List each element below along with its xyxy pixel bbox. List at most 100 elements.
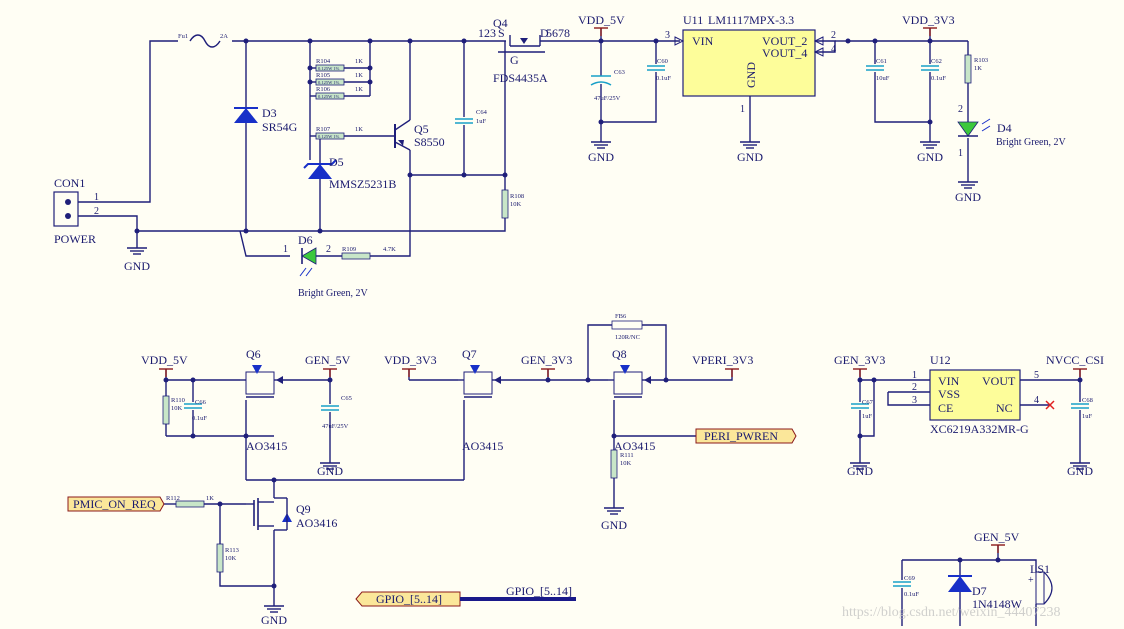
- d7-ref: D7: [972, 584, 987, 598]
- u12-vout: VOUT: [982, 374, 1016, 388]
- u12-p1: 1: [912, 370, 917, 381]
- net-gen3v3-b: GEN_3V3: [521, 353, 572, 378]
- vdd5v-b-label: VDD_5V: [141, 353, 188, 367]
- q4-pins-s: 123: [478, 26, 496, 40]
- q8-ref: Q8: [612, 347, 627, 361]
- c61-value: 10uF: [876, 75, 890, 82]
- q4-part: FDS4435A: [493, 71, 548, 85]
- c68-value: 1uF: [1082, 413, 1093, 420]
- c63-ref: C63: [614, 69, 625, 76]
- d4-pin2: 2: [958, 104, 963, 115]
- gnd-c67-label: GND: [847, 464, 873, 478]
- d4-pin1: 1: [958, 148, 963, 159]
- resistor-r113: R113 10K GND: [216, 543, 287, 627]
- gnd-r111-label: GND: [601, 518, 627, 532]
- c67-ref: C67: [862, 399, 874, 406]
- gen3v3-r-label: GEN_3V3: [834, 353, 885, 367]
- r111-ref: R111: [620, 452, 634, 459]
- r106-value: 1K: [355, 86, 363, 93]
- led-d4: D4 Bright Green, 2V 2 1 GND: [955, 104, 1066, 204]
- net-vdd3v3-top: VDD_3V3: [902, 13, 955, 37]
- capacitor-c65: C65 47uF/25V GND: [317, 395, 352, 478]
- c62-ref: C62: [931, 58, 942, 65]
- u12-nc: NC: [996, 401, 1013, 415]
- q7-ref: Q7: [462, 347, 477, 361]
- vdd3v3-b-label: VDD_3V3: [384, 353, 437, 367]
- q4-pins-d: 5678: [546, 26, 570, 40]
- con1-ref: CON1: [54, 176, 85, 190]
- r105-body: 0.125W 1%: [318, 80, 340, 85]
- r112-ref: R112: [166, 495, 180, 502]
- r104-ref: R104: [316, 58, 331, 65]
- r110-value: 10K: [171, 405, 183, 412]
- d4-part: Bright Green, 2V: [996, 137, 1066, 148]
- junctions-buzzer: [957, 557, 1001, 563]
- resistor-r108: R108 10K: [501, 189, 524, 219]
- r108-value: 10K: [510, 201, 522, 208]
- port-pmic-on-req: PMIC_ON_REQ: [67, 496, 165, 512]
- gen3v3-b-label: GEN_3V3: [521, 353, 572, 367]
- r108-ref: R108: [510, 193, 524, 200]
- d5-part: MMSZ5231B: [329, 177, 396, 191]
- d6-pin1: 1: [283, 244, 288, 255]
- r107-body: 0.125W 1%: [318, 134, 340, 139]
- q9-ref: Q9: [296, 502, 311, 516]
- r105-value: 1K: [355, 72, 363, 79]
- c67-value: 1uF: [862, 413, 873, 420]
- resistor-network: R104 R105 R106 R107 1K 1K 1K 1K 0.125W 1…: [315, 58, 363, 140]
- u11-p1: 1: [740, 104, 745, 115]
- d6-ref: D6: [298, 233, 313, 247]
- net-nvcc-csi: NVCC_CSI: [1046, 353, 1104, 378]
- ic-u12: U12 VIN VSS CE VOUT NC XC6219A332MR-G 1 …: [912, 353, 1055, 436]
- resistor-r111: R111 10K GND: [601, 449, 634, 532]
- r112-value: 1K: [206, 495, 214, 502]
- transistor-q5: Q5 S8550: [394, 119, 445, 151]
- gnd-u11-label: GND: [737, 150, 763, 164]
- nvcc-csi-label: NVCC_CSI: [1046, 353, 1104, 367]
- ic-u11: U11 LM1117MPX-3.3 VIN VOUT_2 VOUT_4 GND …: [665, 13, 836, 164]
- net-vdd3v3-b: VDD_3V3: [384, 353, 437, 378]
- q6-part: AO3415: [246, 439, 287, 453]
- fuse-fu1: Fu1 2A: [178, 33, 228, 48]
- capacitor-c61: C61 10uF: [865, 58, 890, 82]
- capacitor-c66: C66 0.1uF: [183, 399, 207, 422]
- junctions-u12: [857, 377, 1083, 439]
- c60-value: 0.1uF: [656, 75, 671, 82]
- c64-value: 1uF: [476, 118, 487, 125]
- ls1-plus: +: [1028, 575, 1034, 586]
- mosfet-q8: Q8 AO3415: [608, 347, 655, 453]
- capacitor-c63: C63 47uF/25V GND: [588, 69, 625, 164]
- u11-part: LM1117MPX-3.3: [708, 13, 794, 27]
- d3-ref: D3: [262, 106, 277, 120]
- d6-pin2: 2: [326, 244, 331, 255]
- led-d6: D6 1 2 Bright Green, 2V: [283, 233, 368, 299]
- q5-part: S8550: [414, 135, 445, 149]
- net-gen5v-b: GEN_5V: [305, 353, 351, 378]
- gen5v-b-label: GEN_5V: [305, 353, 351, 367]
- gpio-port-label: GPIO_[5..14]: [376, 592, 442, 606]
- net-gen3v3-r: GEN_3V3: [834, 353, 885, 378]
- fb6-ref: FB6: [615, 313, 627, 320]
- gnd-q9-label: GND: [261, 613, 287, 627]
- u11-vout4: VOUT_4: [762, 46, 807, 60]
- fuse-value: 2A: [220, 33, 228, 40]
- capacitor-c62: C62 0.1uF GND: [917, 58, 946, 164]
- u12-p2: 2: [912, 382, 917, 393]
- u12-p4: 4: [1034, 395, 1039, 406]
- wires-bottom-left: [164, 324, 733, 598]
- capacitor-c69: C69 0.1uF: [892, 575, 919, 598]
- c60-ref: C60: [657, 58, 668, 65]
- u11-vout2: VOUT_2: [762, 34, 807, 48]
- c69-value: 0.1uF: [904, 591, 919, 598]
- c61-ref: C61: [876, 58, 887, 65]
- c68-ref: C68: [1082, 397, 1093, 404]
- q4-d: D: [540, 26, 549, 40]
- gnd-c62-label: GND: [917, 150, 943, 164]
- vdd3v3-top-label: VDD_3V3: [902, 13, 955, 27]
- watermark: https://blog.csdn.net/weixin_44407238: [842, 605, 1061, 620]
- c65-ref: C65: [341, 395, 352, 402]
- mosfet-q7: Q7 AO3415: [458, 347, 503, 453]
- u11-p2: 2: [831, 30, 836, 41]
- gpio-bus: GPIO_[5..14] GPIO_[5..14]: [355, 584, 576, 607]
- gpio-bus-label: GPIO_[5..14]: [506, 584, 572, 598]
